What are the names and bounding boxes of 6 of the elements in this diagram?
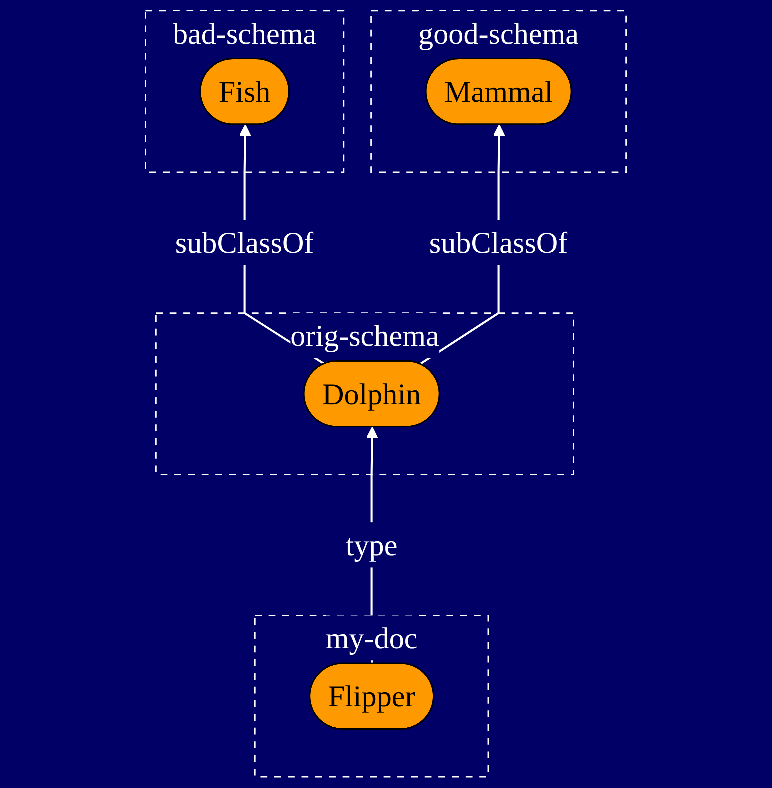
class-ellipse: Dolphin — [303, 360, 440, 428]
class-ellipse: Mammal — [425, 58, 572, 126]
class-ellipse: Fish — [200, 58, 290, 126]
class-ellipse: Flipper — [309, 662, 434, 730]
group-title: my-doc — [326, 616, 418, 661]
group-title: orig-schema — [290, 313, 440, 358]
